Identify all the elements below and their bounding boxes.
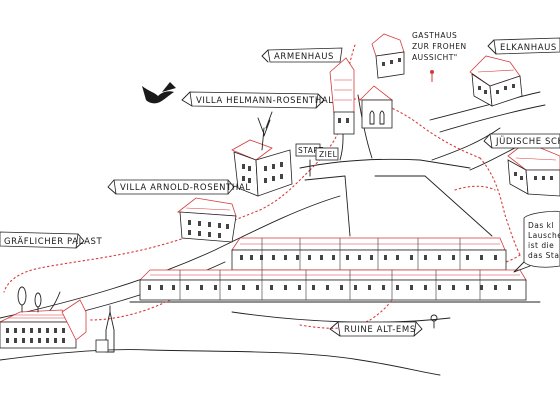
village-upper-row [231,237,507,271]
label-juedische-schule-text: JÜDISCHE SCHULE [495,136,560,147]
label-juedische-schule: JÜDISCHE SCHULE [483,133,560,149]
church-spire-icon [95,305,115,353]
label-gasthaus-line2: ZUR FROHEN [412,42,467,51]
sign-start: START [295,143,324,177]
label-armenhaus: ARMENHAUS [261,47,343,63]
label-elkanhaus-text: ELKANHAUS [500,43,557,53]
label-graeflicher-palast: GRÄFLICHER PALAST [0,231,103,249]
speech-bubble-line2: Lausche [528,231,560,240]
villa-arnold-building [176,197,237,243]
armenhaus-building [329,57,355,135]
sign-ziel-text: ZIEL [319,150,338,159]
label-ruine: RUINE ALT-EMS [329,321,423,337]
label-villa-arnold-text: VILLA ARNOLD-ROSENTHAL [120,183,251,193]
church-building [359,85,394,129]
speech-bubble: Das kl Lausche ist die das Stad [513,210,560,273]
village-lower-row [139,269,527,301]
palace-building [0,299,87,349]
label-gasthaus: GASTHAUS ZUR FROHEN AUSSICHT" [412,31,467,62]
label-gasthaus-line1: GASTHAUS [412,31,457,40]
person-icon [430,70,434,82]
villa-helmann-building [231,111,293,197]
ruine-marker [430,314,438,329]
label-villa-helmann-text: VILLA HELMANN-ROSENTHAL [196,96,334,106]
label-villa-helmann: VILLA HELMANN-ROSENTHAL [181,91,334,109]
gasthaus-building [371,33,405,79]
tree-icon [17,286,42,313]
sign-ziel: ZIEL [315,147,339,161]
label-armenhaus-text: ARMENHAUS [274,52,334,62]
label-ruine-text: RUINE ALT-EMS [344,325,416,335]
juedische-schule-building [507,141,560,197]
sign-start-text: START [298,146,324,155]
label-graeflicher-palast-text: GRÄFLICHER PALAST [4,236,103,247]
elkanhaus-building [469,55,523,107]
label-gasthaus-line3: AUSSICHT" [412,53,458,62]
speech-bubble-line3: ist die [528,241,554,250]
speech-bubble-line4: das Stad [528,251,560,260]
speech-bubble-line1: Das kl [528,221,554,230]
label-elkanhaus: ELKANHAUS [487,37,560,55]
label-villa-arnold: VILLA ARNOLD-ROSENTHAL [107,179,251,195]
bird-icon [142,82,176,104]
